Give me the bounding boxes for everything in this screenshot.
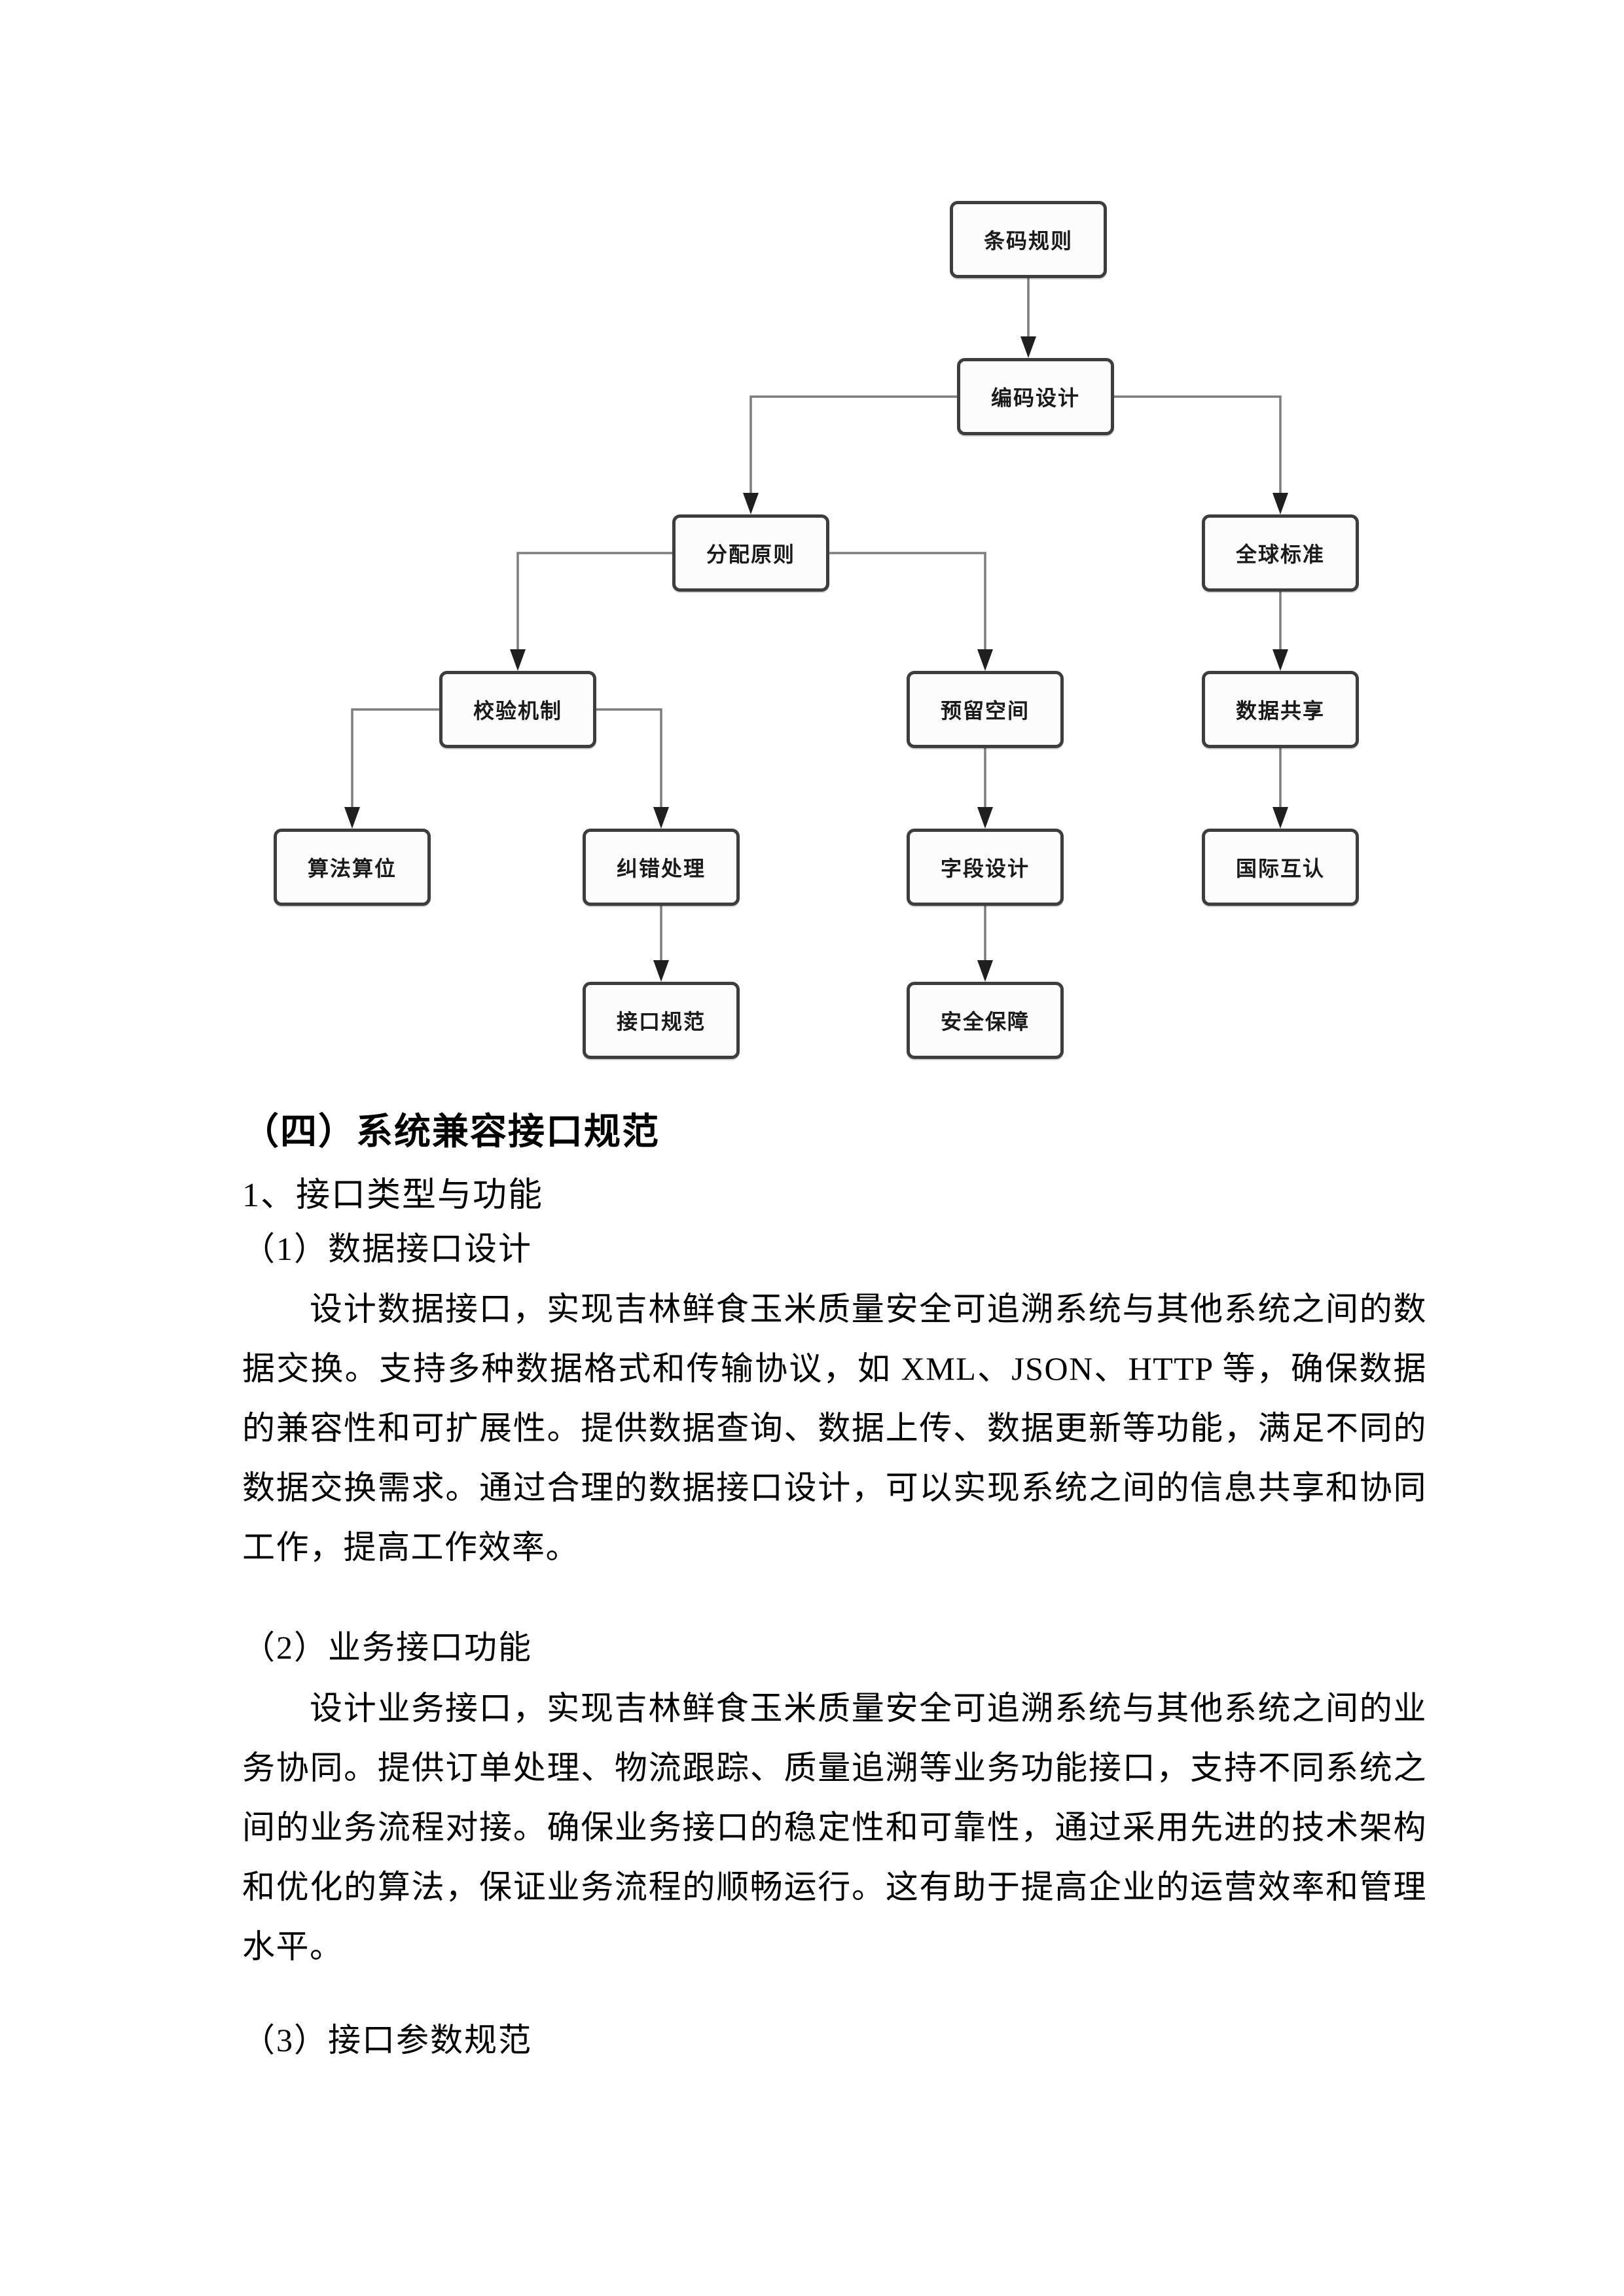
block-heading-3: （3）接口参数规范 — [242, 2022, 532, 2058]
subsection-heading: 1、接口类型与功能 — [242, 1177, 544, 1214]
arrowhead-icon — [344, 807, 360, 829]
node-field-design: 字段设计 — [907, 829, 1064, 906]
arrowhead-icon — [1272, 493, 1288, 514]
node-check-mechanism: 校验机制 — [439, 671, 596, 748]
arrowhead-icon — [1272, 649, 1288, 671]
node-barcode-rules: 条码规则 — [950, 201, 1107, 278]
block-heading-1: （1）数据接口设计 — [242, 1230, 532, 1267]
node-interface-spec: 接口规范 — [583, 982, 740, 1059]
connector-line — [596, 708, 662, 808]
arrowhead-icon — [653, 960, 669, 982]
connector-line — [351, 708, 439, 808]
node-allocation-principles: 分配原则 — [672, 514, 829, 592]
arrowhead-icon — [1272, 807, 1288, 829]
node-error-correction: 纠错处理 — [583, 829, 740, 906]
arrowhead-icon — [977, 649, 993, 671]
connector-line — [749, 395, 957, 494]
node-reserved-space: 预留空间 — [907, 671, 1064, 748]
arrowhead-icon — [510, 649, 526, 671]
arrowhead-icon — [977, 960, 993, 982]
paragraph-business-interface: 设计业务接口，实现吉林鲜食玉米质量安全可追溯系统与其他系统之间的业务协同。提供订… — [242, 1690, 1427, 1965]
flowchart-connectors — [344, 278, 1288, 982]
arrowhead-icon — [743, 493, 759, 514]
node-global-standards: 全球标准 — [1202, 514, 1359, 592]
paragraph-data-interface: 设计数据接口，实现吉林鲜食玉米质量安全可追溯系统与其他系统之间的数据交换。支持多… — [242, 1291, 1427, 1566]
node-security-assurance: 安全保障 — [907, 982, 1064, 1059]
node-algorithm-check-digit: 算法算位 — [274, 829, 431, 906]
flowchart-diagram: 条码规则 编码设计 分配原则 全球标准 校验机制 预留空间 数据共享 算法算位 … — [0, 0, 1624, 1113]
section-heading: （四）系统兼容接口规范 — [242, 1112, 660, 1153]
block-heading-2: （2）业务接口功能 — [242, 1629, 532, 1666]
arrowhead-icon — [977, 807, 993, 829]
node-encoding-design: 编码设计 — [957, 358, 1114, 435]
arrowhead-icon — [653, 807, 669, 829]
connector-line — [516, 552, 672, 651]
connector-line — [829, 552, 986, 651]
connector-line — [1114, 395, 1282, 494]
node-data-sharing: 数据共享 — [1202, 671, 1359, 748]
arrowhead-icon — [1020, 336, 1036, 358]
node-intl-mutual-recognition: 国际互认 — [1202, 829, 1359, 906]
